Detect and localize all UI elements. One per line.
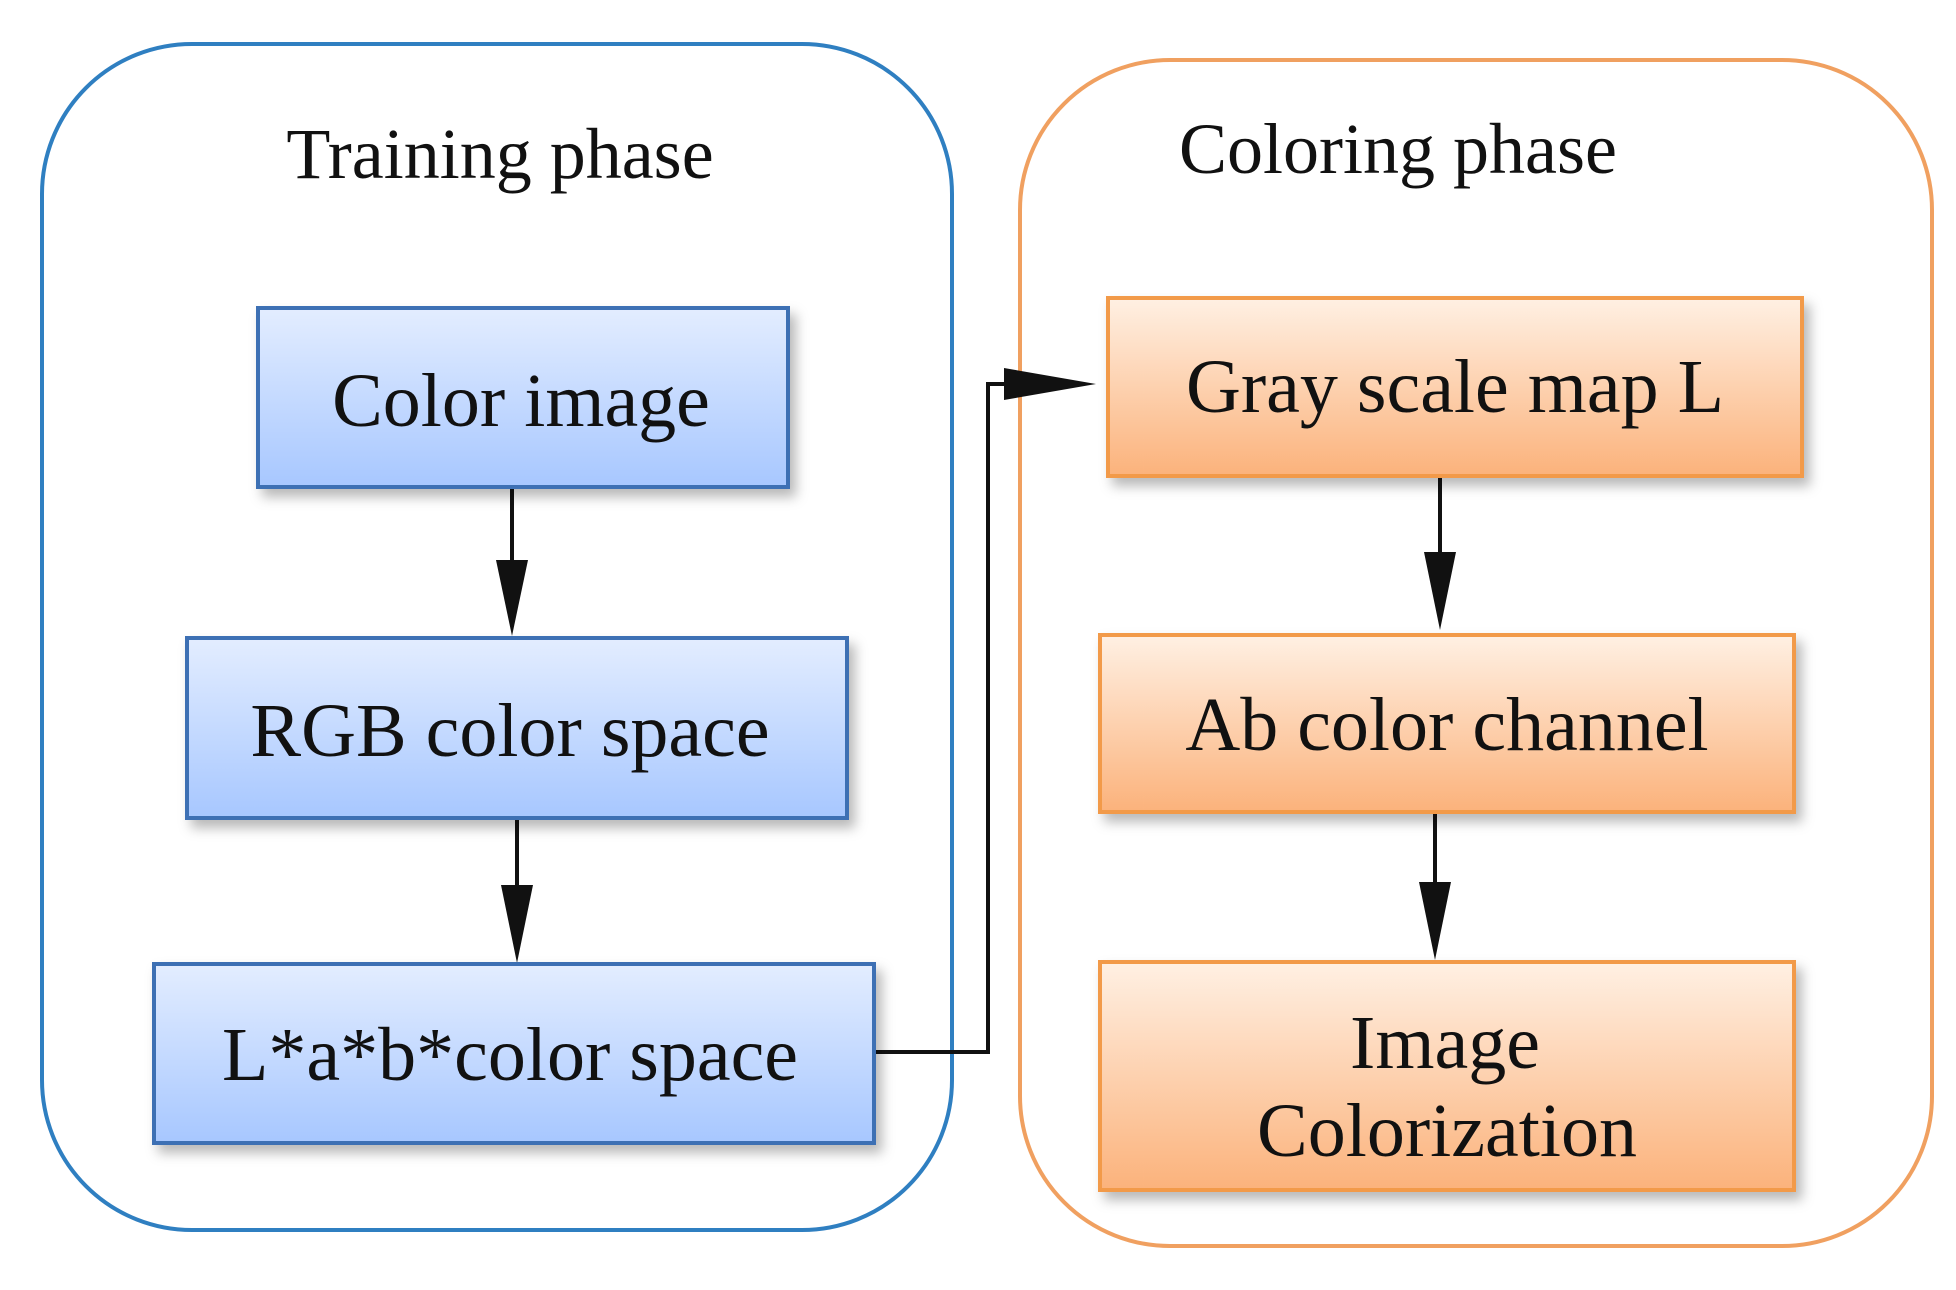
node-label: Color image <box>332 359 710 443</box>
edge-lab-to-gray-map <box>874 382 1040 1054</box>
training-phase-title: Training phase <box>286 114 713 194</box>
edges <box>496 368 1456 1054</box>
coloring-phase-container <box>1018 58 1934 1248</box>
arrowhead-down-icon <box>501 885 533 963</box>
arrowhead-right-icon <box>1004 368 1096 400</box>
node-rgb-color-space: RGB color space <box>185 636 849 820</box>
node-ab-color-channel: Ab color channel <box>1098 633 1796 814</box>
arrowhead-down-icon <box>1419 882 1451 960</box>
node-image-colorization: Image Colorization <box>1098 960 1796 1192</box>
node-color-image: Color image <box>256 306 790 489</box>
node-label: RGB color space <box>250 689 769 773</box>
arrowhead-down-icon <box>1424 552 1456 630</box>
node-label: L*a*b*color space <box>222 1013 798 1097</box>
coloring-phase-title: Coloring phase <box>1179 109 1617 189</box>
node-label: Ab color channel <box>1185 683 1708 767</box>
node-lab-color-space: L*a*b*color space <box>152 962 876 1145</box>
node-label: Gray scale map L <box>1186 345 1724 429</box>
arrowhead-down-icon <box>496 560 528 636</box>
node-gray-scale-map: Gray scale map L <box>1106 296 1804 478</box>
node-label-line2: Colorization <box>1257 1089 1637 1173</box>
node-label-line1: Image <box>1350 1001 1540 1085</box>
training-phase-container <box>40 42 954 1232</box>
